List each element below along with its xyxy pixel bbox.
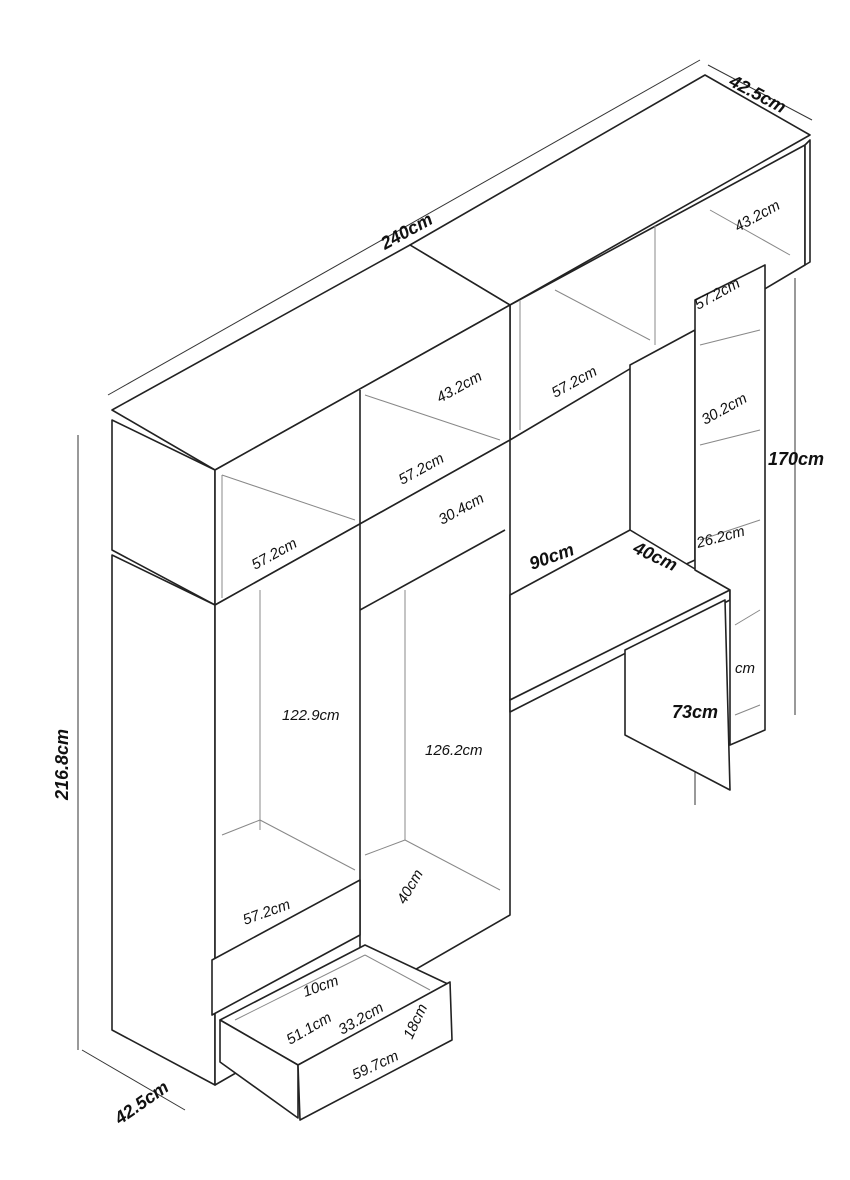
label-desk-height: 73cm (672, 702, 718, 722)
label-shelf-partial: cm (735, 660, 755, 677)
left-wardrobe (111, 439, 511, 1086)
label-total-height: 216.8cm (52, 729, 72, 801)
desk (509, 329, 731, 791)
label-right-height: 170cm (768, 449, 824, 469)
shelf-column (694, 264, 766, 746)
right-hutch (409, 74, 811, 441)
label-left-hanging-height: 122.9cm (282, 707, 340, 724)
label-right-hanging-height: 126.2cm (425, 742, 483, 759)
drawer (219, 944, 453, 1121)
